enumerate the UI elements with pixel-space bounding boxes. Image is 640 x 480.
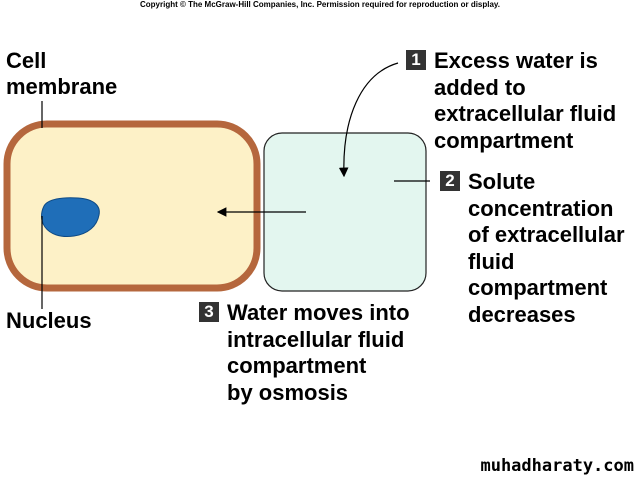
step-1-badge: 1 (406, 50, 426, 70)
step-1-text: Excess water is added to extracellular f… (434, 48, 616, 154)
step-3-line: Water moves into (227, 300, 410, 325)
step-3-line: intracellular fluid (227, 326, 405, 352)
cell-membrane-label-line: membrane (6, 74, 118, 99)
cell-membrane-label: Cell membrane (6, 48, 117, 100)
step-2-line: concentration (468, 195, 614, 221)
step-2-line: of extracellular (468, 222, 625, 247)
step-2-badge: 2 (440, 171, 460, 191)
nucleus-label: Nucleus (6, 308, 92, 333)
step-2-line: compartment (468, 275, 608, 300)
step-3-text: Water moves into intracellular fluid com… (227, 300, 410, 406)
step-2-line: fluid (468, 248, 515, 274)
cell-membrane-label-line: Cell (6, 48, 47, 73)
step-1-line: extracellular fluid (434, 101, 617, 126)
step-2-text: Solute concentration of extracellular fl… (468, 169, 625, 328)
step-1-line: added to (434, 74, 526, 100)
step-3-line: compartment (227, 353, 367, 378)
step-1-line: Excess water is (434, 48, 598, 73)
nucleus-shape (41, 197, 100, 237)
watermark: muhadharaty.com (480, 456, 634, 476)
step-3-badge: 3 (199, 302, 219, 322)
copyright-notice: Copyright © The McGraw-Hill Companies, I… (139, 0, 501, 9)
water-added-arrow (338, 62, 399, 178)
step-2-line: decreases (468, 301, 576, 327)
step-3-line: by osmosis (227, 379, 349, 405)
step-2-line: Solute (468, 169, 536, 194)
intracellular-compartment (3, 120, 261, 292)
step-1-line: compartment (434, 127, 574, 153)
